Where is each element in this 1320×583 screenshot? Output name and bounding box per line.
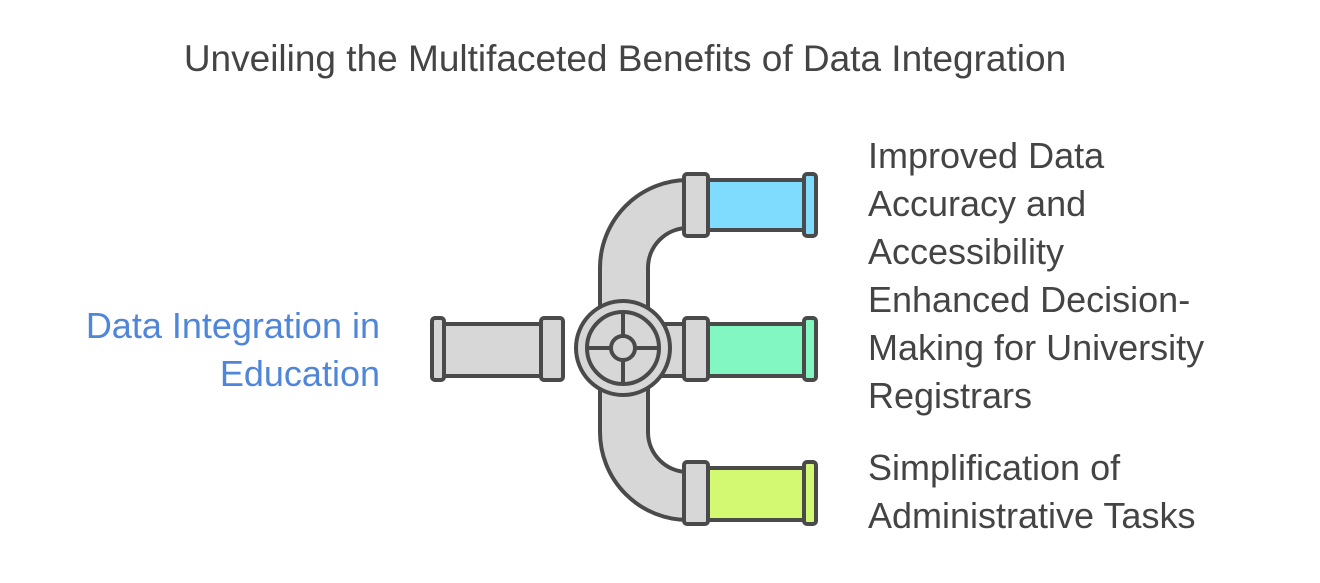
- output-pipe-1-end-flange: [802, 172, 818, 238]
- input-pipe-end-flange: [430, 316, 446, 382]
- output-1-line-3: Accessibility: [868, 231, 1065, 272]
- output-pipe-2-end-flange: [802, 316, 818, 382]
- output-3-line-2: Administrative Tasks: [868, 495, 1196, 536]
- input-label: Data Integration in Education: [20, 302, 380, 398]
- input-label-line-2: Education: [219, 353, 380, 394]
- output-pipe-3-coupling: [682, 460, 710, 526]
- output-2-line-3: Registrars: [868, 375, 1033, 416]
- output-label-1: Improved Data Accuracy and Accessibility: [868, 132, 1308, 276]
- output-1-line-2: Accuracy and: [868, 183, 1087, 224]
- output-3-line-1: Simplification of: [868, 447, 1121, 488]
- output-pipe-2-coupling: [682, 316, 710, 382]
- input-label-line-1: Data Integration in: [85, 305, 380, 346]
- output-pipe-1-coupling: [682, 172, 710, 238]
- input-pipe: [440, 322, 554, 378]
- output-label-3: Simplification of Administrative Tasks: [868, 444, 1308, 540]
- diagram-title: Unveiling the Multifaceted Benefits of D…: [183, 38, 1067, 79]
- output-pipe-1: [702, 178, 808, 232]
- output-label-2: Enhanced Decision- Making for University…: [868, 276, 1308, 420]
- input-pipe-coupling: [539, 316, 565, 382]
- output-1-line-1: Improved Data: [868, 135, 1105, 176]
- output-pipe-3: [702, 466, 808, 522]
- output-pipe-3-end-flange: [802, 460, 818, 526]
- valve-icon: [574, 299, 672, 397]
- output-pipe-2: [702, 322, 808, 378]
- output-2-line-1: Enhanced Decision-: [868, 279, 1191, 320]
- output-2-line-2: Making for University: [868, 327, 1205, 368]
